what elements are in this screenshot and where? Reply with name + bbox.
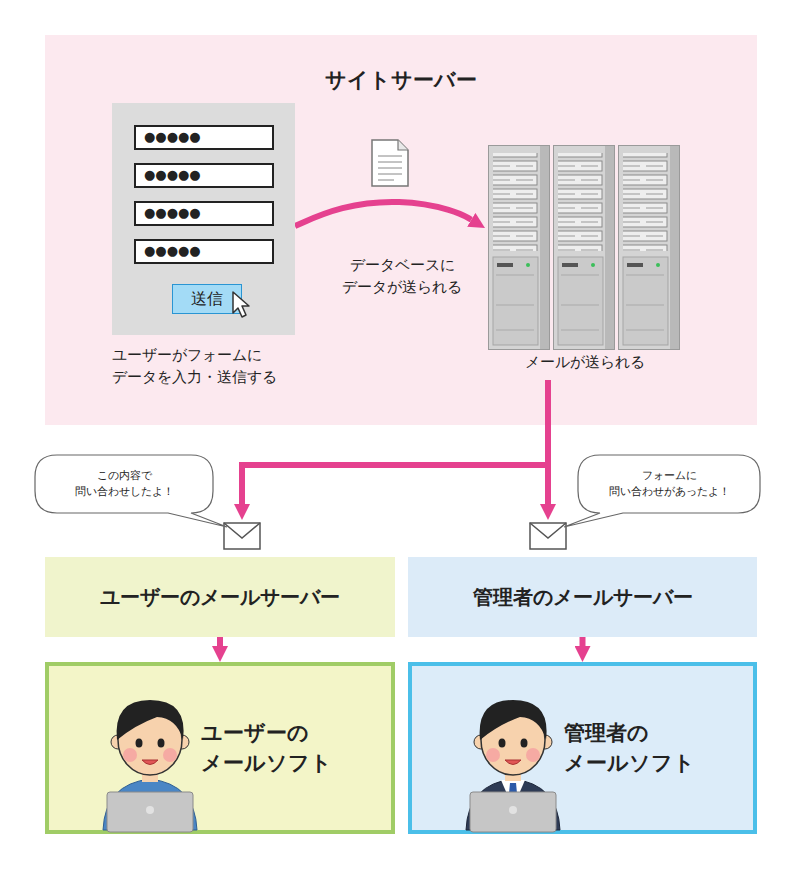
flow-arrow: [545, 380, 551, 504]
mail-server-box: ユーザーのメールサーバー: [45, 557, 395, 637]
edge-label: データベースに データが送られる: [322, 255, 482, 299]
masked-input: ●●●●●: [144, 166, 201, 185]
masked-input: ●●●●●: [144, 128, 201, 147]
box-label: ユーザーのメールサーバー: [100, 583, 340, 612]
button-label: 送信: [191, 287, 223, 310]
server-caption: メールが送られる: [485, 352, 685, 374]
form-caption: ユーザーがフォームに データを入力・送信する: [112, 345, 312, 389]
site-server: メールが送られる: [485, 140, 693, 380]
masked-input: ●●●●●: [144, 242, 201, 261]
flow-arrow: [580, 637, 586, 646]
mail-server-box: 管理者のメールサーバー: [408, 557, 757, 637]
bubble-text: この内容で 問い合わせしたよ！: [64, 468, 184, 500]
flow-arrow: [295, 202, 471, 226]
box-label: 管理者のメールサーバー: [473, 583, 693, 612]
box-label: 管理者の メールソフト: [564, 718, 724, 779]
bubble-outline: [578, 455, 760, 513]
input-field: ●●●●●: [134, 125, 274, 150]
mail-software-box: ユーザーの メールソフト: [45, 662, 395, 834]
flow-arrow: [217, 637, 223, 646]
masked-input: ●●●●●: [144, 204, 201, 223]
speech-bubble: この内容で 問い合わせしたよ！: [35, 455, 213, 513]
bubble-text: フォームに 問い合わせがあったよ！: [609, 468, 729, 500]
mouse-cursor: [232, 291, 252, 319]
bubble-outline: [35, 455, 213, 513]
form-panel: ユーザーがフォームに データを入力・送信する●●●●●●●●●●●●●●●●●●…: [112, 103, 295, 335]
mail-software-box: 管理者の メールソフト: [408, 662, 757, 834]
flow-arrow: [242, 380, 548, 504]
speech-bubble: フォームに 問い合わせがあったよ！: [578, 455, 760, 513]
envelope-icon: [530, 523, 566, 549]
admin-person: [458, 680, 568, 830]
band-heading: サイトサーバー: [45, 65, 757, 95]
submit-button: 送信: [172, 284, 242, 314]
input-field: ●●●●●: [134, 163, 274, 188]
bubble-shape: [564, 455, 760, 527]
envelope-icon: [224, 523, 260, 549]
document-icon: [372, 140, 408, 186]
bubble-shape: [35, 455, 227, 527]
user-person: [95, 680, 205, 830]
input-field: ●●●●●: [134, 201, 274, 226]
server-rack: [489, 146, 680, 350]
server-band: サイトサーバー ユーザーがフォームに データを入力・送信する ●●●●● ●●●●●…: [45, 35, 765, 425]
box-label: ユーザーの メールソフト: [201, 718, 361, 779]
input-field: ●●●●●: [134, 239, 274, 264]
site-server-band-fill: [45, 35, 757, 425]
